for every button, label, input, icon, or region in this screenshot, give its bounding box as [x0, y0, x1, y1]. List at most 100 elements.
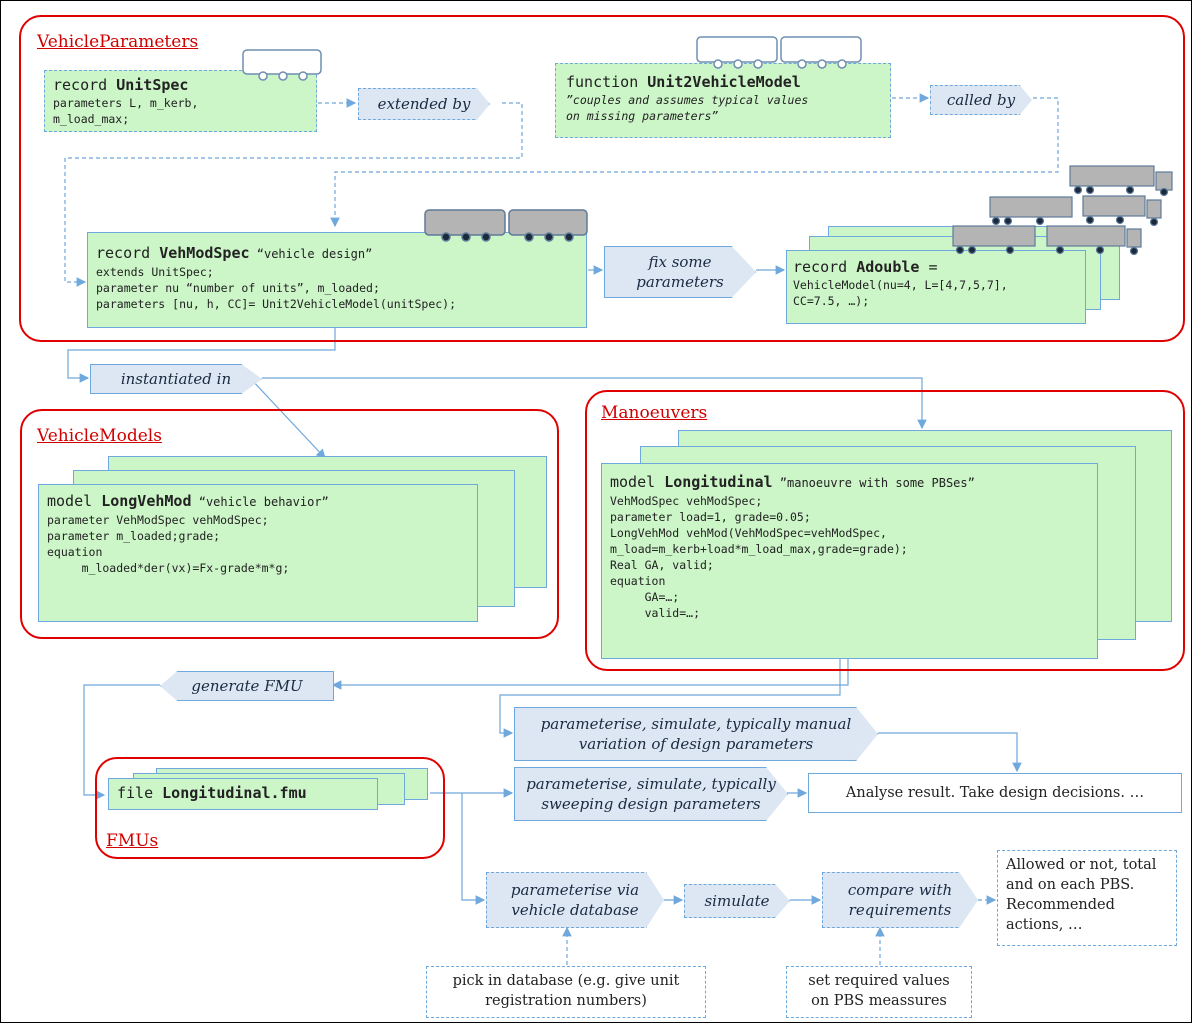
group-fmus: [95, 757, 445, 859]
longvehmod-line-1: parameter VehModSpec vehModSpec;: [47, 513, 269, 527]
trailer-icon: [424, 209, 588, 242]
allowed-line-1: Allowed or not, total: [1006, 857, 1157, 873]
longitudinal-line-7: GA=…;: [610, 590, 680, 604]
card-adouble: record Adouble = VehicleModel(nu=4, L=[4…: [786, 250, 1086, 324]
group-label-fmus: FMUs: [106, 831, 159, 851]
tag-sweeping: parameterise, simulate, typically sweepi…: [514, 767, 788, 821]
unit2vehiclemodel-line-2: on missing parameters”: [566, 109, 719, 123]
longitudinal-keyword: model: [610, 473, 665, 491]
tag-vehicle-database-line-1: parameterise via: [510, 881, 640, 899]
connector-longitudinal-manual: [499, 650, 841, 738]
group-vehicle-parameters: [19, 15, 1185, 342]
connector-longitudinal-generate: [331, 650, 849, 690]
pick-database-line-1: pick in database (e.g. give unit: [452, 973, 680, 989]
longvehmod-keyword: model: [47, 492, 102, 510]
tag-manual-variation: parameterise, simulate, typically manual…: [514, 707, 878, 761]
tag-instantiated-in: instantiated in: [90, 364, 262, 394]
box-required-values: set required values on PBS meassures: [786, 966, 972, 1018]
connector-instantiated-manoeuvers: [262, 377, 927, 430]
adouble-keyword: record: [793, 258, 857, 276]
unitspec-line-2: m_load_max;: [53, 112, 130, 126]
connector-generate-fmu: [83, 684, 160, 800]
longitudinal-line-3: LongVehMod vehMod(VehModSpec=vehModSpec,: [610, 526, 887, 540]
connector-vehmodspec-instantiated: [67, 328, 336, 383]
card-longvehmod: model LongVehMod “vehicle behavior” para…: [38, 484, 478, 622]
tag-extended-by: extended by: [358, 88, 490, 120]
tag-compare-requirements: compare with requirements: [822, 872, 978, 928]
connector-called-vehmodspec: [330, 97, 1059, 228]
pick-database-line-2: registration numbers): [485, 993, 647, 1009]
vehmodspec-description: “vehicle design”: [249, 247, 373, 261]
adouble-suffix: =: [919, 258, 938, 276]
card-longitudinal: model Longitudinal ”manoeuvre with some …: [601, 463, 1098, 659]
tag-called-by: called by: [930, 85, 1032, 115]
tag-fix-some-parameters: fix some parameters: [604, 246, 756, 298]
card-unit2vehiclemodel: function Unit2VehicleModel ”couples and …: [555, 63, 891, 138]
trailer-icon: [696, 36, 862, 69]
required-values-line-1: set required values: [808, 973, 950, 989]
card-fmu: file Longitudinal.fmu: [108, 778, 378, 810]
longitudinal-line-1: VehModSpec vehModSpec;: [610, 494, 763, 508]
allowed-line-2: and on each PBS.: [1006, 877, 1135, 893]
longvehmod-name: LongVehMod: [101, 492, 192, 510]
connector-instantiated-vehiclemodels: [249, 377, 326, 459]
tag-manual-variation-line-1: parameterise, simulate, typically manual: [540, 715, 852, 733]
longvehmod-line-2: parameter m_loaded;grade;: [47, 529, 221, 543]
fmu-name: Longitudinal.fmu: [162, 784, 307, 802]
longvehmod-description: “vehicle behavior”: [191, 495, 329, 509]
box-analyse-result: Analyse result. Take design decisions. …: [808, 773, 1182, 813]
longitudinal-line-6: equation: [610, 574, 666, 588]
tag-manual-variation-line-2: variation of design parameters: [578, 735, 814, 753]
unitspec-name: UnitSpec: [116, 76, 189, 94]
unitspec-keyword: record: [53, 76, 117, 94]
unit2vehiclemodel-line-1: ”couples and assumes typical values: [566, 93, 809, 107]
tag-fix-some-parameters-line-1: fix some: [648, 253, 712, 271]
tag-fix-some-parameters-line-2: parameters: [636, 273, 724, 291]
longitudinal-line-5: Real GA, valid;: [610, 558, 714, 572]
longitudinal-line-4: m_load=m_kerb+load*m_load_max,grade=grad…: [610, 542, 908, 556]
box-pick-database: pick in database (e.g. give unit registr…: [426, 966, 706, 1018]
group-label-manoeuvers: Manoeuvers: [601, 403, 708, 423]
group-label-vehicle-models: VehicleModels: [37, 426, 162, 446]
truck-icon: [952, 225, 1142, 256]
adouble-line-2: CC=7.5, …);: [793, 294, 870, 308]
unit2vehiclemodel-keyword: function: [566, 73, 648, 91]
tag-vehicle-database-line-2: vehicle database: [511, 901, 639, 919]
box-allowed-or-not: Allowed or not, total and on each PBS. R…: [997, 850, 1177, 946]
vehmodspec-name: VehModSpec: [159, 244, 250, 262]
vehmodspec-line-2: parameter nu “number of units”, m_loaded…: [96, 281, 380, 295]
longvehmod-line-3: equation: [47, 545, 103, 559]
tag-compare-line-2: requirements: [848, 901, 952, 919]
longitudinal-line-2: parameter load=1, grade=0.05;: [610, 510, 811, 524]
longitudinal-description: ”manoeuvre with some PBSes”: [772, 476, 975, 490]
allowed-line-3: Recommended: [1006, 897, 1115, 913]
fmu-keyword: file: [117, 784, 163, 802]
card-vehmodspec: record VehModSpec “vehicle design” exten…: [87, 232, 587, 328]
card-unitspec: record UnitSpec parameters L, m_kerb, m_…: [44, 70, 317, 132]
allowed-line-4: actions, …: [1006, 917, 1083, 933]
adouble-line-1: VehicleModel(nu=4, L=[4,7,5,7],: [793, 278, 1008, 292]
longvehmod-line-4: m_loaded*der(vx)=Fx-grade*m*g;: [47, 561, 290, 575]
longitudinal-name: Longitudinal: [664, 473, 773, 491]
unitspec-line-1: parameters L, m_kerb,: [53, 96, 199, 110]
vehmodspec-keyword: record: [96, 244, 160, 262]
connector-fmu-database: [461, 793, 486, 905]
adouble-name: Adouble: [856, 258, 920, 276]
unit2vehiclemodel-name: Unit2VehicleModel: [647, 73, 801, 91]
tag-simulate: simulate: [684, 884, 790, 918]
connector-manual-analyse: [878, 732, 1022, 773]
group-vehicle-models: [20, 409, 559, 639]
vehmodspec-line-3: parameters [nu, h, CC]= Unit2VehicleMode…: [96, 297, 457, 311]
tag-sweeping-line-1: parameterise, simulate, typically: [526, 775, 776, 793]
trailer-icon: [242, 49, 322, 81]
truck-icon: [989, 195, 1162, 227]
required-values-line-2: on PBS meassures: [811, 993, 947, 1009]
tag-vehicle-database: parameterise via vehicle database: [486, 872, 664, 928]
vehmodspec-line-1: extends UnitSpec;: [96, 265, 214, 279]
connector-extended-vehmodspec: [64, 102, 523, 287]
tag-sweeping-line-2: sweeping design parameters: [541, 795, 761, 813]
truck-icon: [1069, 165, 1173, 197]
tag-compare-line-1: compare with: [847, 881, 953, 899]
group-manoeuvers: [585, 390, 1185, 671]
